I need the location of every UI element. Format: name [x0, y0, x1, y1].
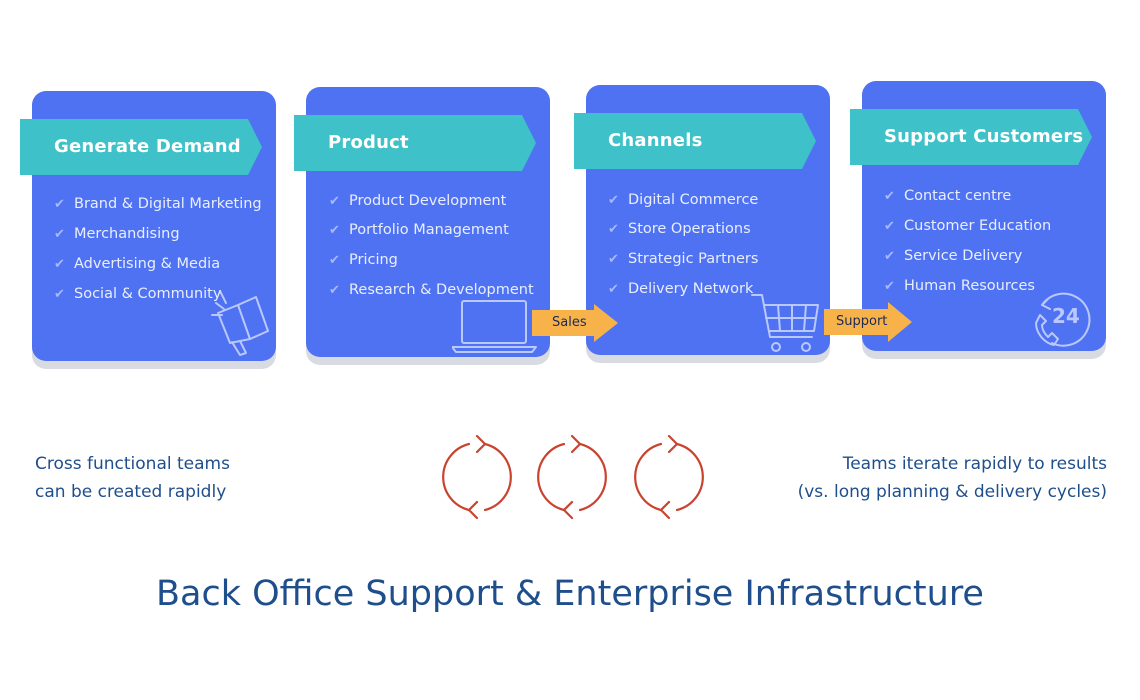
list-item: ✔Advertising & Media [54, 256, 221, 272]
stage-title: Product [328, 132, 409, 153]
sales-connector-arrow: Sales [532, 304, 618, 347]
check-icon: ✔ [329, 253, 340, 268]
list-item: ✔Product Development [329, 193, 507, 209]
laptop-icon [451, 297, 538, 358]
list-item: ✔Contact centre [884, 188, 1012, 204]
list-item: ✔Research & Development [329, 282, 534, 298]
check-icon: ✔ [329, 194, 340, 209]
iteration-cycle-icon [442, 434, 512, 520]
stage-banner-product: Product [294, 115, 536, 171]
iteration-cycle-icon [634, 434, 704, 520]
list-item: ✔Delivery Network [608, 281, 754, 297]
list-item: ✔Merchandising [54, 226, 180, 242]
list-item: ✔Digital Commerce [608, 192, 759, 208]
check-icon: ✔ [608, 252, 619, 267]
check-icon: ✔ [54, 257, 65, 272]
iteration-cycle-icon [537, 434, 607, 520]
list-item: ✔Strategic Partners [608, 251, 759, 267]
check-icon: ✔ [54, 227, 65, 242]
support-24-icon: 24 [1030, 287, 1094, 356]
support-connector-label: Support [836, 314, 888, 329]
stage-title: Generate Demand [54, 136, 241, 157]
right-note: Teams iterate rapidly to results (vs. lo… [797, 454, 1107, 502]
svg-text:24: 24 [1052, 304, 1080, 328]
list-item: ✔Human Resources [884, 278, 1035, 294]
stage-banner-support-customers: Support Customers [850, 109, 1092, 165]
check-icon: ✔ [884, 189, 895, 204]
list-item: ✔Customer Education [884, 218, 1052, 234]
infrastructure-title: Back Office Support & Enterprise Infrast… [156, 574, 984, 614]
list-item: ✔Brand & Digital Marketing [54, 196, 262, 212]
support-connector-arrow: Support [824, 302, 912, 347]
sales-connector-label: Sales [552, 315, 587, 330]
check-icon: ✔ [329, 283, 340, 298]
check-icon: ✔ [54, 197, 65, 212]
list-item: ✔Store Operations [608, 221, 751, 237]
check-icon: ✔ [884, 219, 895, 234]
check-icon: ✔ [884, 249, 895, 264]
list-item: ✔Pricing [329, 252, 398, 268]
check-icon: ✔ [608, 282, 619, 297]
left-note: Cross functional teams can be created ra… [35, 454, 230, 502]
stage-banner-channels: Channels [574, 113, 816, 169]
list-item: ✔Social & Community [54, 286, 222, 302]
check-icon: ✔ [608, 193, 619, 208]
check-icon: ✔ [608, 222, 619, 237]
stage-title: Support Customers [884, 126, 1084, 147]
check-icon: ✔ [54, 287, 65, 302]
stage-title: Channels [608, 130, 703, 151]
check-icon: ✔ [329, 223, 340, 238]
stage-banner-generate-demand: Generate Demand [20, 119, 262, 175]
shopping-cart-icon [750, 291, 822, 360]
list-item: ✔Service Delivery [884, 248, 1023, 264]
list-item: ✔Portfolio Management [329, 222, 509, 238]
megaphone-icon [210, 287, 276, 362]
check-icon: ✔ [884, 279, 895, 294]
